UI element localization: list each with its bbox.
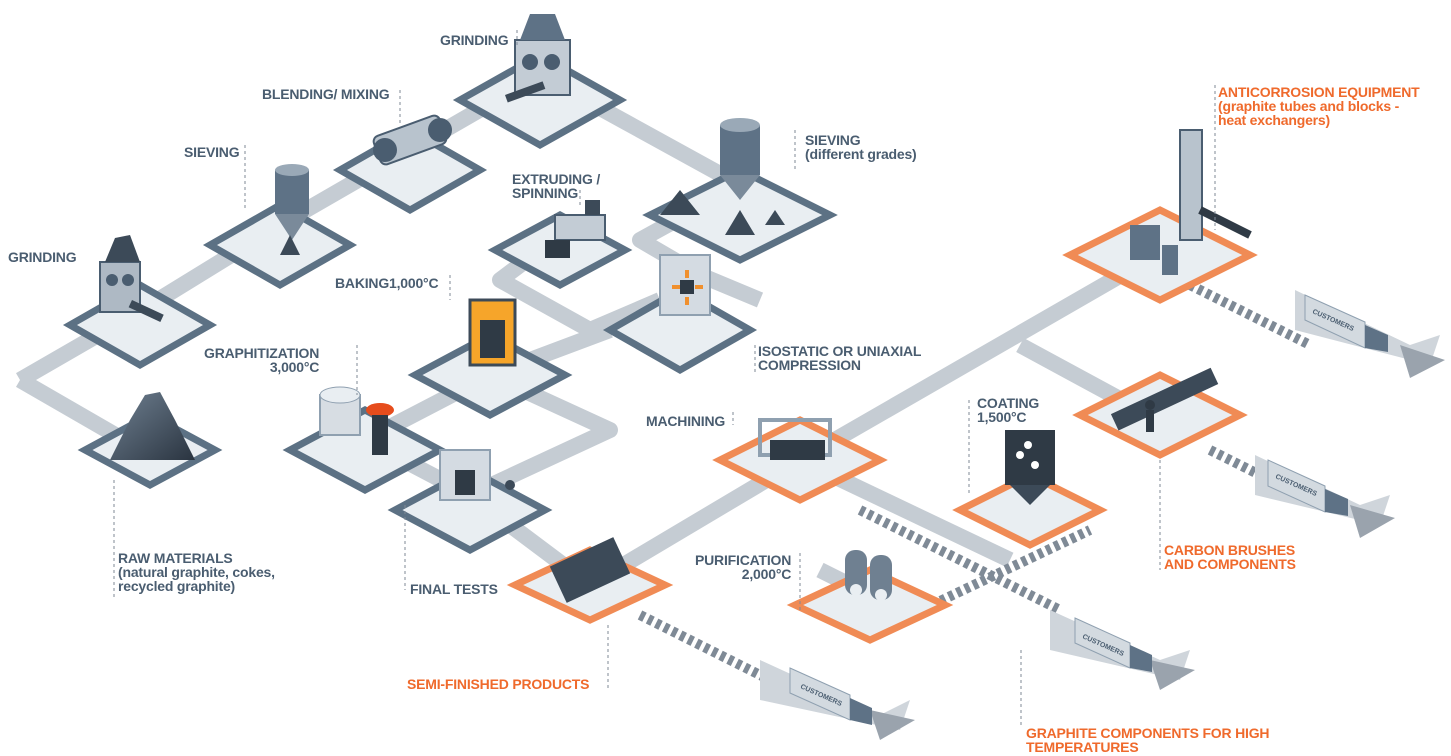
arrow-icon bbox=[1350, 505, 1395, 538]
platform-purification bbox=[786, 550, 954, 644]
platform-isostatic bbox=[602, 254, 758, 375]
platform-blending bbox=[332, 114, 488, 215]
delivery-route-semi-finished: CUSTOMERS bbox=[760, 660, 915, 740]
label-extruding-line-1: EXTRUDING / bbox=[512, 171, 601, 187]
label-raw-materials-line-2: (natural graphite, cokes, bbox=[118, 564, 275, 580]
label-anticorrosion-line-2: (graphite tubes and blocks - bbox=[1218, 98, 1400, 114]
delivery-route-carbon-brushes: CUSTOMERS bbox=[1255, 455, 1395, 538]
graphite-pile-icon bbox=[110, 392, 195, 460]
platform-anticorrosion bbox=[1062, 129, 1258, 304]
label-final-tests: FINAL TESTS bbox=[410, 581, 498, 597]
label-raw-materials-line-3: recycled graphite) bbox=[118, 578, 235, 594]
label-anticorrosion: ANTICORROSION EQUIPMENT (graphite tubes … bbox=[1218, 85, 1420, 127]
label-purification-line-1: PURIFICATION bbox=[695, 552, 792, 568]
platform-graphitization bbox=[282, 386, 448, 494]
silo-icon bbox=[275, 170, 309, 214]
platform-raw-materials bbox=[77, 392, 223, 489]
platform-semi-finished bbox=[506, 537, 674, 624]
label-sieving-2-line-2: (different grades) bbox=[805, 146, 917, 162]
dashed-conveyor bbox=[897, 525, 1093, 625]
truck-icon: CUSTOMERS bbox=[789, 667, 872, 725]
platform-sieving-2 bbox=[642, 118, 838, 264]
delivery-route-anticorrosion: CUSTOMERS bbox=[1295, 290, 1445, 378]
platform-grinding-2 bbox=[452, 14, 628, 150]
arrow-icon bbox=[1400, 345, 1445, 378]
label-carbon-brushes-line-1: CARBON BRUSHES bbox=[1164, 542, 1295, 558]
dashed-conveyor bbox=[1187, 280, 1313, 350]
delivery-routes: CUSTOMERS CUSTOMERS CUSTOMERS bbox=[760, 290, 1445, 740]
label-raw-materials: RAW MATERIALS (natural graphite, cokes, … bbox=[118, 551, 275, 593]
platform-baking bbox=[407, 298, 573, 419]
label-baking: BAKING1,000°C bbox=[335, 275, 439, 291]
label-graphitization-line-2: 3,000°C bbox=[269, 359, 320, 375]
label-isostatic-line-2: COMPRESSION bbox=[758, 357, 861, 373]
arrow-icon bbox=[870, 710, 915, 740]
platforms bbox=[62, 14, 1258, 644]
label-carbon-brushes: CARBON BRUSHES AND COMPONENTS bbox=[1164, 543, 1296, 571]
label-anticorrosion-line-3: heat exchangers) bbox=[1218, 112, 1330, 128]
label-semi-finished: SEMI-FINISHED PRODUCTS bbox=[407, 676, 590, 692]
label-graphitization-line-1: GRAPHITIZATION bbox=[204, 345, 320, 361]
label-grinding-1: GRINDING bbox=[8, 249, 77, 265]
heat-exchanger-icon bbox=[1179, 129, 1203, 241]
label-isostatic: ISOSTATIC OR UNIAXIAL COMPRESSION bbox=[758, 344, 921, 372]
label-graphite-high-temp: GRAPHITE COMPONENTS FOR HIGH TEMPERATURE… bbox=[1026, 726, 1269, 754]
label-coating: COATING 1,500°C bbox=[977, 396, 1039, 424]
label-graphitization: GRAPHITIZATION 3,000°C bbox=[204, 346, 319, 374]
platform-carbon-brushes bbox=[1072, 367, 1248, 459]
platform-coating bbox=[952, 430, 1108, 549]
platform-final-tests bbox=[387, 449, 553, 554]
platform-machining bbox=[712, 416, 888, 504]
dashed-conveyor bbox=[857, 505, 1063, 615]
label-anticorrosion-line-1: ANTICORROSION EQUIPMENT bbox=[1218, 84, 1420, 100]
extruder-icon bbox=[554, 214, 606, 241]
label-carbon-brushes-line-2: AND COMPONENTS bbox=[1164, 556, 1296, 572]
delivery-route-high-temp: CUSTOMERS bbox=[1050, 610, 1195, 690]
label-coating-line-1: COATING bbox=[977, 395, 1040, 411]
truck-icon: CUSTOMERS bbox=[1304, 294, 1388, 352]
coating-reactor-icon bbox=[1005, 430, 1055, 485]
label-blending: BLENDING/ MIXING bbox=[262, 86, 390, 102]
label-isostatic-line-1: ISOSTATIC OR UNIAXIAL bbox=[758, 343, 922, 359]
label-graphite-high-temp-line-2: TEMPERATURES bbox=[1026, 739, 1139, 755]
platform-grinding-1 bbox=[62, 235, 218, 370]
label-graphite-high-temp-line-1: GRAPHITE COMPONENTS FOR HIGH bbox=[1026, 725, 1270, 741]
label-raw-materials-line-1: RAW MATERIALS bbox=[118, 550, 233, 566]
label-extruding: EXTRUDING / SPINNING bbox=[512, 172, 600, 200]
arrow-icon bbox=[1150, 660, 1195, 690]
platform-sieving-1 bbox=[202, 164, 358, 290]
label-machining: MACHINING bbox=[646, 413, 726, 429]
label-purification: PURIFICATION 2,000°C bbox=[695, 553, 791, 581]
products-icon bbox=[549, 537, 631, 603]
label-sieving-1: SIEVING bbox=[184, 144, 240, 160]
label-grinding-2: GRINDING bbox=[440, 32, 509, 48]
label-sieving-2-line-1: SIEVING bbox=[805, 132, 861, 148]
platform-extruding bbox=[487, 200, 633, 289]
label-purification-line-2: 2,000°C bbox=[741, 566, 792, 582]
label-coating-line-2: 1,500°C bbox=[977, 409, 1027, 425]
label-extruding-line-2: SPINNING bbox=[512, 185, 579, 201]
truck-icon: CUSTOMERS bbox=[1267, 459, 1348, 516]
production-line-icon bbox=[1110, 367, 1219, 431]
label-sieving-2: SIEVING (different grades) bbox=[805, 133, 917, 161]
leader-lines bbox=[113, 30, 1216, 725]
silo-icon bbox=[720, 125, 760, 175]
purification-tanks-icon bbox=[845, 550, 867, 595]
